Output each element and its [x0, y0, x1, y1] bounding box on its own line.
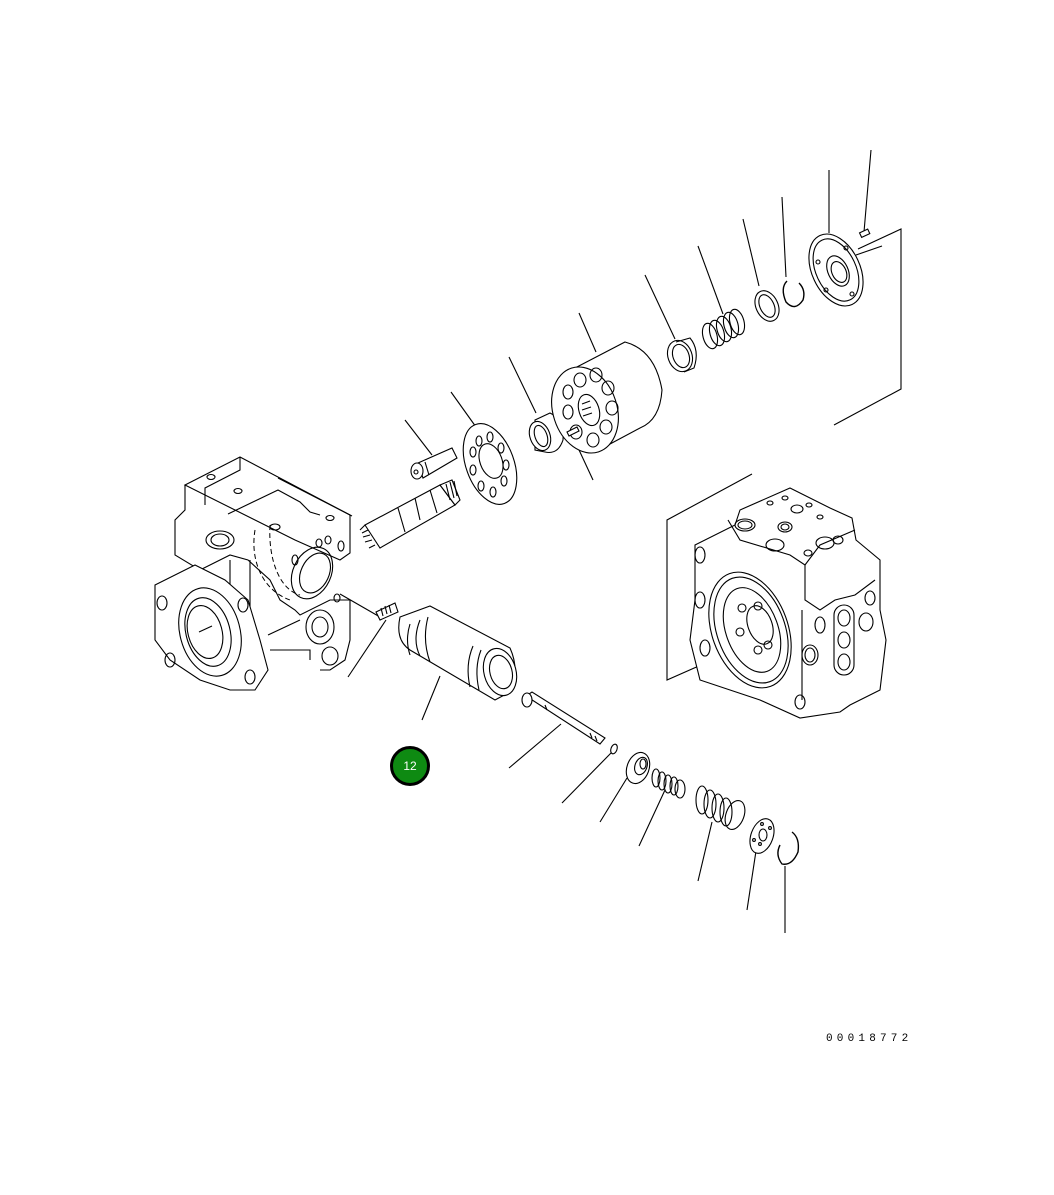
- rotating-group-upper: [360, 225, 874, 548]
- snap-ring-upper: [783, 281, 804, 307]
- pin-small: [860, 229, 870, 237]
- pump-housing-right: [690, 488, 886, 718]
- servo-piston: [399, 606, 522, 700]
- pump-housing-left: [155, 457, 380, 690]
- outer-spring: [696, 786, 749, 832]
- pin: [411, 448, 457, 479]
- item-callout-12[interactable]: 12: [390, 746, 430, 786]
- drawing-number: 00018772: [826, 1033, 913, 1045]
- seat: [622, 749, 654, 787]
- rod: [522, 692, 605, 744]
- spacer: [750, 287, 783, 325]
- snap-ring-lower: [778, 832, 798, 864]
- inner-spring: [652, 769, 685, 798]
- cylinder-block: [541, 342, 662, 462]
- dowel-pin: [567, 427, 579, 436]
- valve-plate: [798, 225, 874, 314]
- servo-group-lower: [348, 603, 798, 933]
- o-ring: [609, 743, 618, 754]
- shaft: [360, 480, 460, 548]
- retainer-plate: [453, 416, 527, 511]
- spring: [700, 308, 747, 351]
- retainer: [746, 815, 779, 856]
- plug: [376, 603, 398, 620]
- ring: [663, 337, 696, 375]
- reference-frame-upper: [834, 229, 901, 425]
